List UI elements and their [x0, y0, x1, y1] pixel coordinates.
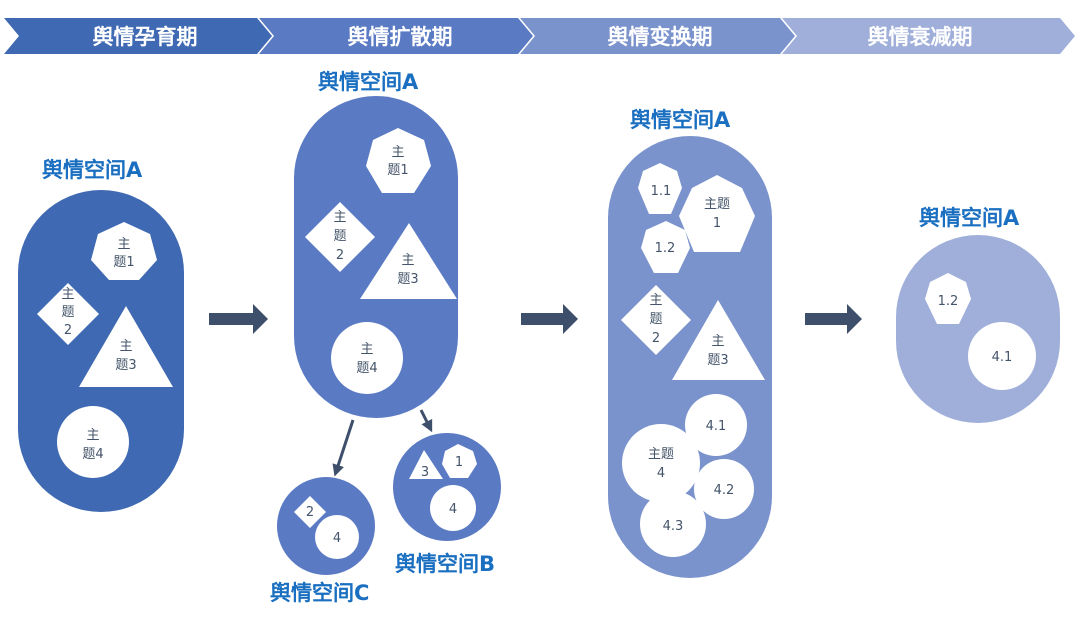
topic-3-triangle — [672, 300, 765, 380]
topic-4-1-label: 4.1 — [992, 350, 1013, 365]
topic-4-circle — [622, 424, 700, 502]
decay-space-title: 舆情空间A — [919, 206, 1020, 230]
topic-2-diamond — [621, 285, 691, 355]
stage-label-3: 舆情变换期 — [608, 25, 713, 49]
stage-chevron-3[interactable] — [520, 18, 795, 54]
split-arrow-to-b — [419, 409, 433, 433]
transformation-space-title: 舆情空间A — [630, 108, 731, 132]
stage-label-1: 舆情孕育期 — [93, 25, 198, 49]
topic-1-heptagon — [679, 175, 755, 252]
topic-1-2-heptagon — [641, 221, 690, 273]
incubation-space-title: 舆情空间A — [42, 158, 143, 182]
topic-1-heptagon — [91, 222, 157, 280]
topic-1-1-heptagon — [638, 163, 682, 214]
stage-label-4: 舆情衰减期 — [868, 25, 973, 49]
space-c-topic-4-label: 4 — [333, 531, 341, 546]
space-c-topic-2-diamond — [294, 496, 326, 528]
space-capsule — [896, 235, 1060, 423]
topic-4-label: 主题4 — [82, 428, 103, 462]
space-b-topic-3-triangle — [409, 450, 443, 479]
decay-space: 1.2 4.1 — [896, 235, 1060, 423]
space-c-topic-2-label: 2 — [306, 505, 314, 520]
topic-3-label: 主题3 — [397, 253, 418, 287]
topic-4-3-label: 4.3 — [663, 519, 684, 534]
topic-4-2-label: 4.2 — [714, 483, 735, 498]
topic-3-triangle — [360, 223, 457, 299]
space-c-topic-4-circle — [315, 515, 359, 559]
split-arrow-to-c — [332, 419, 355, 477]
transition-arrow-1 — [209, 304, 268, 334]
space-b-topic-3-label: 3 — [421, 465, 429, 480]
topic-4-circle — [331, 322, 403, 394]
space-b-topic-4-circle — [430, 485, 476, 531]
topic-2-diamond — [305, 202, 375, 272]
topic-1-label: 主题1 — [113, 237, 134, 270]
topic-2-diamond — [37, 283, 99, 345]
stage-chevron-1[interactable] — [4, 18, 272, 54]
topic-1-heptagon — [366, 128, 431, 193]
transition-arrow-3 — [805, 304, 862, 334]
space-b-topic-1-heptagon — [442, 444, 477, 478]
topic-4-1-circle — [685, 394, 747, 456]
topic-1-label: 主题1 — [387, 145, 408, 178]
topic-4-3-circle — [640, 491, 706, 557]
topic-4-1-circle — [968, 322, 1036, 390]
stage-chevron-2[interactable] — [259, 18, 533, 54]
transition-arrow-2 — [521, 304, 578, 334]
stage-label-2: 舆情扩散期 — [348, 25, 453, 49]
space-b-topic-1-label: 1 — [455, 455, 463, 470]
space-c-title: 舆情空间C — [270, 581, 370, 605]
topic-4-label: 主题4 — [356, 342, 377, 376]
stage-banner: 舆情孕育期 舆情扩散期 舆情变换期 舆情衰减期 — [4, 18, 1075, 54]
topic-4-2-circle — [694, 459, 754, 519]
space-b-topic-4-label: 4 — [449, 502, 457, 517]
topic-4-1-label: 4.1 — [706, 419, 727, 434]
diffusion-space-title: 舆情空间A — [318, 70, 419, 94]
space-b-title: 舆情空间B — [395, 552, 496, 576]
stage-chevron-4[interactable] — [782, 18, 1075, 54]
topic-4-circle — [57, 406, 129, 478]
topic-3-triangle — [79, 306, 173, 387]
topic-3-label: 主题3 — [115, 339, 136, 373]
topic-1-2-label: 1.2 — [655, 241, 676, 256]
topic-1-2-label: 1.2 — [938, 294, 959, 309]
topic-3-label: 主题3 — [707, 334, 728, 368]
topic-1-2-heptagon — [925, 273, 971, 324]
topic-1-1-label: 1.1 — [651, 184, 672, 199]
